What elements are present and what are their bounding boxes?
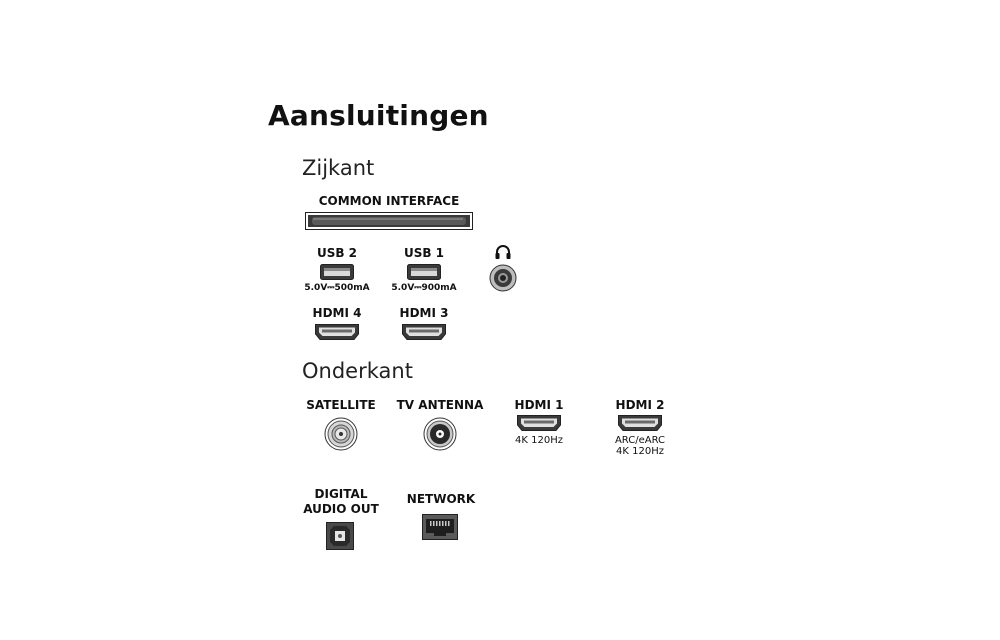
hdmi-port-icon: [618, 415, 662, 431]
optical-port-icon: [326, 522, 354, 550]
hdmi1-note: 4K 120Hz: [515, 435, 563, 446]
hdmi2-note-4k: 4K 120Hz: [616, 446, 664, 457]
common-interface-slot-icon: [305, 212, 473, 230]
usb1-label: USB 1: [403, 246, 445, 260]
hdmi-port-icon: [517, 415, 561, 431]
usb-port-icon: [407, 264, 441, 280]
hdmi2-note-arc: ARC/eARC: [614, 435, 666, 446]
common-interface-label: COMMON INTERFACE: [318, 194, 460, 208]
antenna-connector-icon: [423, 417, 457, 451]
headphone-icon: [494, 244, 512, 260]
section-heading-side: Zijkant: [302, 156, 375, 180]
satellite-connector-icon: [324, 417, 358, 451]
hdmi4-label: HDMI 4: [312, 306, 362, 320]
digital-audio-label-line2: AUDIO OUT: [303, 502, 379, 516]
page-title: Aansluitingen: [268, 99, 489, 132]
digital-audio-label-line1: DIGITAL: [314, 487, 368, 501]
tv-antenna-label: TV ANTENNA: [396, 398, 484, 412]
network-label: NETWORK: [406, 492, 476, 506]
hdmi-port-icon: [402, 324, 446, 340]
usb2-rating: 5.0V⎓500mA: [304, 283, 370, 293]
hdmi-port-icon: [315, 324, 359, 340]
usb2-label: USB 2: [316, 246, 358, 260]
usb1-rating: 5.0V⎓900mA: [391, 283, 457, 293]
usb-port-icon: [320, 264, 354, 280]
ethernet-port-icon: [422, 514, 458, 540]
section-heading-bottom: Onderkant: [302, 359, 413, 383]
hdmi3-label: HDMI 3: [399, 306, 449, 320]
headphone-jack-icon: [489, 264, 517, 292]
hdmi1-label: HDMI 1: [514, 398, 564, 412]
hdmi2-label: HDMI 2: [615, 398, 665, 412]
satellite-label: SATELLITE: [306, 398, 376, 412]
